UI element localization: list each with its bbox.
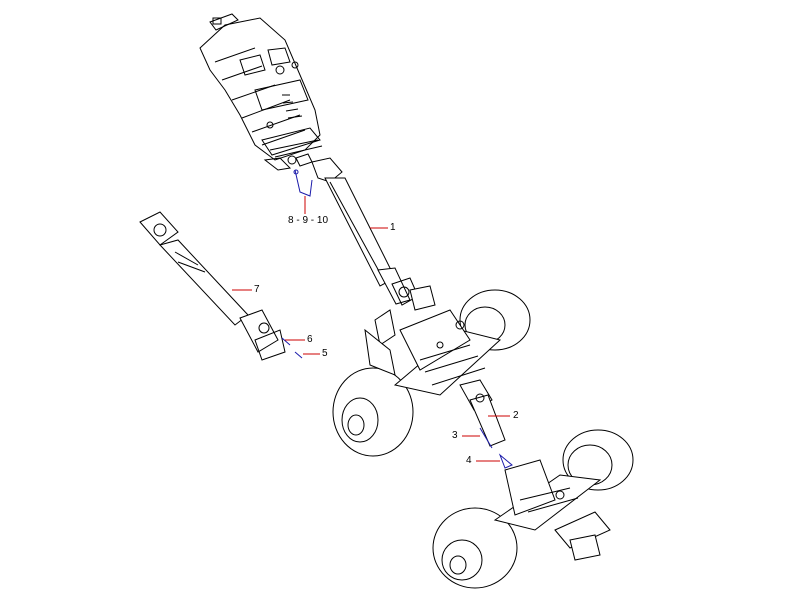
bolts-3-4 bbox=[479, 427, 513, 469]
bracket-8-9-10 bbox=[293, 169, 313, 197]
callout-6: 6 bbox=[307, 334, 313, 345]
callout-3: 3 bbox=[452, 430, 458, 441]
axle-front bbox=[332, 285, 531, 457]
callout-7: 7 bbox=[254, 284, 260, 295]
callout-2: 2 bbox=[513, 410, 519, 421]
callout-5: 5 bbox=[322, 348, 328, 359]
transmission bbox=[199, 13, 323, 171]
axle-rear bbox=[432, 429, 634, 589]
leader-lines bbox=[232, 196, 510, 462]
callout-8-9-10: 8 - 9 - 10 bbox=[288, 215, 329, 226]
callout-1: 1 bbox=[390, 222, 396, 233]
callout-4: 4 bbox=[466, 455, 472, 466]
propshaft-1 bbox=[311, 157, 419, 306]
propshaft-7 bbox=[139, 211, 286, 361]
propshaft-2 bbox=[459, 379, 506, 447]
bolts-5-6 bbox=[281, 337, 303, 359]
